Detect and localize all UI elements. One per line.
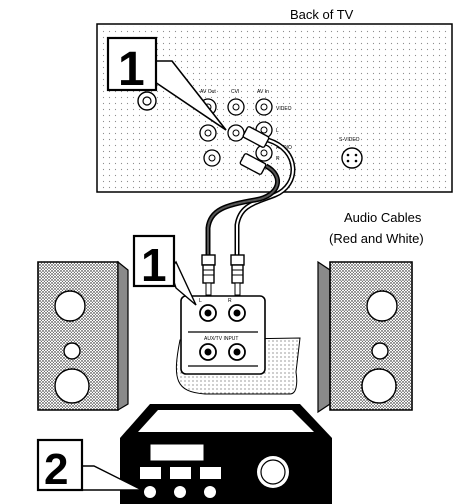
s-video-label: S-VIDEO (339, 137, 360, 143)
step-1-callout-middle: 1 (132, 234, 197, 306)
tv-back-panel (96, 23, 453, 193)
audio-cables (201, 126, 296, 296)
s-video-jack-icon (341, 147, 363, 169)
av-in-jacks (255, 98, 273, 162)
step-number: 1 (118, 43, 145, 96)
step-2-callout: 2 (36, 438, 143, 494)
antenna-jack-icon (137, 91, 157, 111)
cvi-label: CVI (231, 89, 239, 95)
step-1-callout-top: 1 (106, 36, 227, 131)
step-number: 1 (141, 239, 167, 291)
receiver-l-label: L (199, 298, 202, 304)
right-speaker (317, 260, 413, 414)
left-speaker (37, 260, 129, 412)
r-label: R (276, 156, 280, 162)
av-in-label: AV In (257, 89, 269, 95)
cables-label: Audio Cables (344, 210, 422, 225)
step-number: 2 (44, 445, 68, 494)
receiver-r-label: R (228, 298, 232, 304)
receiver-unit (120, 404, 332, 504)
aux-input-label: AUX/TV INPUT (204, 336, 238, 342)
rca-plug-right (230, 254, 245, 296)
volume-knob-icon (257, 456, 289, 488)
l-label: L (276, 128, 279, 134)
av-out-label: AV Out (200, 89, 216, 95)
tv-label: Back of TV (290, 7, 354, 22)
video-label: VIDEO (276, 106, 292, 112)
receiver-input-panel (175, 295, 301, 395)
rca-plug-left (201, 254, 216, 296)
cables-sublabel: (Red and White) (329, 231, 424, 246)
